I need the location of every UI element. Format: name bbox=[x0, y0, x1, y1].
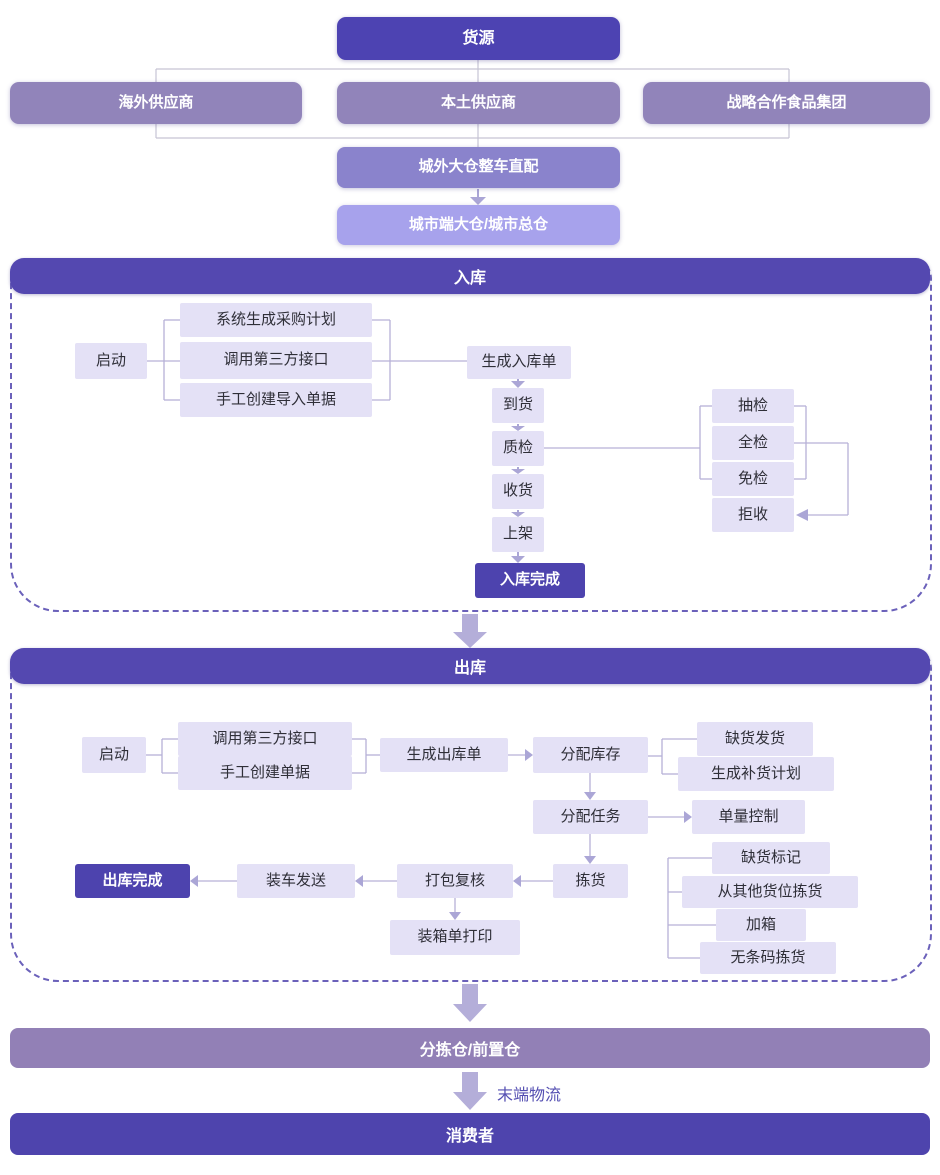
outbound-option-manual: 手工创建单据 bbox=[178, 756, 352, 790]
direct-dispatch-node: 城外大仓整车直配 bbox=[337, 147, 620, 188]
supplier-local-node: 本土供应商 bbox=[337, 82, 620, 124]
sorting-warehouse-bar: 分拣仓/前置仓 bbox=[10, 1028, 930, 1068]
outbound-option-third-party-api: 调用第三方接口 bbox=[178, 722, 352, 756]
inbound-qc-node: 质检 bbox=[492, 431, 544, 466]
qc-sampling-node: 抽检 bbox=[712, 389, 794, 423]
pick-no-barcode-node: 无条码拣货 bbox=[700, 942, 836, 974]
outbound-start-node: 启动 bbox=[82, 737, 146, 773]
shortage-ship-node: 缺货发货 bbox=[697, 722, 813, 756]
inbound-generate-order-node: 生成入库单 bbox=[467, 346, 571, 379]
pick-shortage-mark-node: 缺货标记 bbox=[712, 842, 830, 874]
inbound-receive-node: 收货 bbox=[492, 474, 544, 509]
allocate-stock-node: 分配库存 bbox=[533, 737, 648, 773]
inbound-to-outbound-arrow bbox=[453, 614, 487, 648]
inbound-shelve-node: 上架 bbox=[492, 517, 544, 552]
inbound-arrival-node: 到货 bbox=[492, 388, 544, 423]
inbound-option-manual-import: 手工创建导入单据 bbox=[180, 383, 372, 417]
pick-add-box-node: 加箱 bbox=[716, 909, 806, 941]
pick-node: 拣货 bbox=[553, 864, 628, 898]
inbound-done-node: 入库完成 bbox=[475, 563, 585, 598]
supplier-strategic-node: 战略合作食品集团 bbox=[643, 82, 930, 124]
volume-control-node: 单量控制 bbox=[692, 800, 805, 834]
outbound-header: 出库 bbox=[10, 648, 930, 684]
qc-full-node: 全检 bbox=[712, 426, 794, 460]
inbound-header: 入库 bbox=[10, 258, 930, 294]
pack-check-node: 打包复核 bbox=[397, 864, 513, 898]
consumer-bar: 消费者 bbox=[10, 1113, 930, 1155]
last-mile-label: 末端物流 bbox=[497, 1087, 562, 1104]
outbound-to-sorting-arrow bbox=[453, 984, 487, 1022]
sorting-to-consumer-arrow bbox=[453, 1072, 487, 1110]
assign-task-node: 分配任务 bbox=[533, 800, 648, 834]
qc-reject-node: 拒收 bbox=[712, 498, 794, 532]
inbound-option-system-plan: 系统生成采购计划 bbox=[180, 303, 372, 337]
outbound-generate-order-node: 生成出库单 bbox=[380, 738, 508, 772]
load-send-node: 装车发送 bbox=[237, 864, 355, 898]
inbound-start-node: 启动 bbox=[75, 343, 147, 379]
pick-other-slot-node: 从其他货位拣货 bbox=[682, 876, 858, 908]
packing-list-print-node: 装箱单打印 bbox=[390, 920, 520, 955]
outbound-done-node: 出库完成 bbox=[75, 864, 190, 898]
direct-to-cityhub-arrow bbox=[470, 189, 486, 205]
source-node: 货源 bbox=[337, 17, 620, 60]
inbound-option-third-party-api: 调用第三方接口 bbox=[180, 342, 372, 379]
replenish-plan-node: 生成补货计划 bbox=[678, 757, 834, 791]
city-hub-node: 城市端大仓/城市总仓 bbox=[337, 205, 620, 245]
supplier-overseas-node: 海外供应商 bbox=[10, 82, 302, 124]
qc-exempt-node: 免检 bbox=[712, 462, 794, 496]
